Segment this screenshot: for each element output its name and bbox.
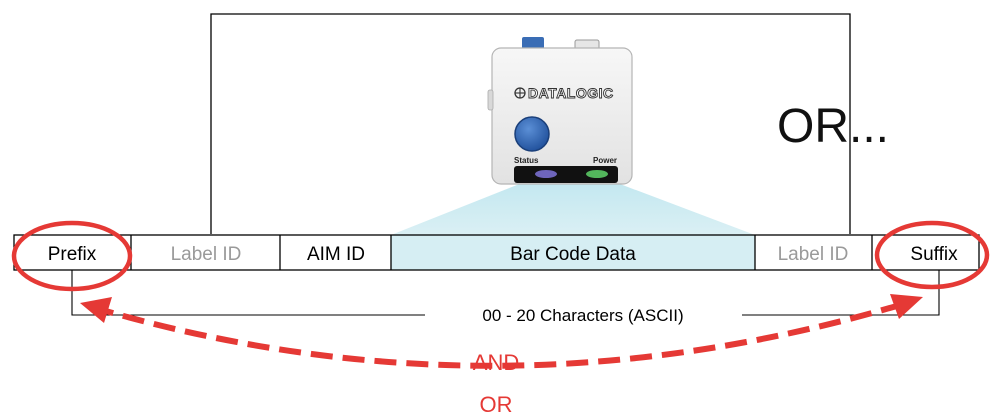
device-brand: DATALOGIC: [528, 85, 614, 101]
outer-frame: [210, 13, 851, 234]
power-led-icon: [586, 170, 608, 178]
power-label: Power: [593, 156, 617, 165]
right-arrowhead-icon: [890, 294, 923, 319]
range-bracket: 00 - 20 Characters (ASCII): [71, 270, 940, 325]
segment-suffix: Suffix: [910, 244, 958, 265]
datalogic-device: DATALOGIC Status Power: [487, 37, 633, 185]
segment-aim-id: AIM ID: [307, 244, 365, 265]
status-label: Status: [514, 156, 539, 165]
range-label: 00 - 20 Characters (ASCII): [482, 306, 683, 325]
or-heading: OR...: [777, 100, 889, 153]
data-string-row: Prefix Label ID AIM ID Bar Code Data Lab…: [13, 234, 980, 271]
and-label: AND: [473, 350, 519, 375]
segment-bar-code-data: Bar Code Data: [510, 244, 636, 265]
segment-label-id-right: Label ID: [778, 244, 849, 265]
bar-code-data-fill: [391, 235, 755, 270]
prefix-highlight-circle: [11, 220, 133, 292]
segment-label-id-left: Label ID: [171, 244, 242, 265]
status-led-icon: [535, 170, 557, 178]
segment-prefix: Prefix: [48, 244, 97, 265]
left-arrowhead-icon: [80, 297, 112, 323]
or-label: OR: [480, 392, 513, 417]
device-trigger-button: [514, 116, 550, 152]
scan-beam: [391, 181, 755, 235]
datalogic-logo-icon: [514, 87, 526, 99]
and-or-arc-arrow: [91, 299, 911, 369]
suffix-highlight-circle: [874, 220, 990, 290]
device-window: [514, 166, 618, 183]
